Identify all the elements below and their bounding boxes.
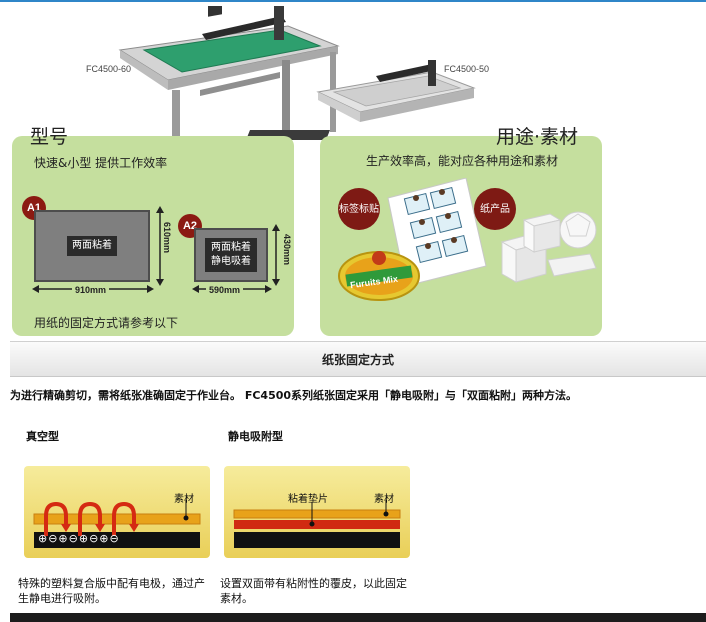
labels-category-badge: 标签标贴 <box>338 188 380 230</box>
models-heading: 型号 <box>30 126 69 148</box>
plate-a2-height-arrow <box>272 224 280 286</box>
model-label-fc4500-60: FC4500-60 <box>86 64 132 74</box>
vacuum-diagram-graphic <box>33 500 201 548</box>
plate-a2-label: 两面粘着 静电吸着 <box>205 238 257 272</box>
badge-a2: A2 <box>178 214 202 238</box>
models-panel-title: 快速&小型 提供工作效率 <box>34 156 168 170</box>
hero-banner: FC4500-60 FC4500-50 型号 快速&小型 提供工作效率 A1 两… <box>0 2 706 340</box>
plate-a1-label: 两面粘着 <box>67 236 117 256</box>
method-vacuum-title: 真空型 <box>26 430 59 443</box>
plate-a1-width-label: 910mm <box>72 285 110 295</box>
intro-text: 为进行精确剪切，需将纸张准确固定于作业台。 FC4500系列纸张固定采用「静电吸… <box>10 389 578 402</box>
bottom-dark-bar <box>10 613 706 622</box>
vacuum-material-label: 素材 <box>174 494 194 505</box>
top-accent-line <box>0 0 706 2</box>
plate-a2-width-label: 590mm <box>206 285 244 295</box>
plate-a2-height-label: 430mm <box>282 234 292 266</box>
model-label-fc4500-50: FC4500-50 <box>444 64 490 74</box>
method-vacuum-description: 特殊的塑料复合版中配有电极，通过产生静电进行吸附。 <box>18 577 205 605</box>
fruit-sticker-illustration <box>338 251 420 301</box>
vacuum-charges: ⊕⊖⊕⊖⊕⊖⊕⊖ <box>38 532 120 545</box>
paper-products-illustration <box>500 211 597 283</box>
cutter-fc4500-50-illustration <box>316 60 476 122</box>
method-electrostatic-title: 静电吸附型 <box>228 430 283 443</box>
paper-products-category-badge: 纸产品 <box>474 188 516 230</box>
plate-a2-label-line-1: 两面粘着 <box>211 242 251 253</box>
method-electrostatic-description: 设置双面带有粘附性的覆皮，以此固定素材。 <box>220 577 407 605</box>
plate-a2: 两面粘着 静电吸着 <box>194 228 268 282</box>
cutter-fc4500-60-illustration <box>118 6 340 180</box>
electrostatic-diagram-graphic <box>233 500 401 548</box>
adhesive-pad-label: 粘着垫片 <box>288 494 328 505</box>
plate-a2-label-line-2: 静电吸着 <box>211 256 251 267</box>
plate-a1: 两面粘着 <box>34 210 150 282</box>
applications-heading: 用途·素材 <box>496 126 579 148</box>
plate-a1-height-label: 610mm <box>162 222 172 254</box>
label-sheet-illustration <box>387 178 487 287</box>
method-electrostatic-diagram: 粘着垫片 素材 <box>224 466 410 558</box>
plate-a1-height-arrow <box>156 206 164 286</box>
method-vacuum-diagram: ⊕⊖⊕⊖⊕⊖⊕⊖ 素材 <box>24 466 210 558</box>
applications-panel-title: 生产效率高，能对应各种用途和素材 <box>366 154 559 168</box>
fixing-note: 用纸的固定方式请参考以下 <box>34 316 179 330</box>
electrostatic-material-label: 素材 <box>374 494 394 505</box>
section-bar-paper-fixing: 纸张固定方式 <box>10 341 706 377</box>
